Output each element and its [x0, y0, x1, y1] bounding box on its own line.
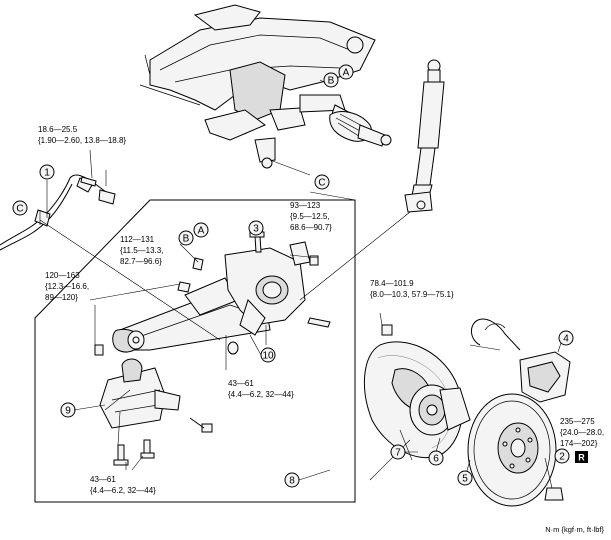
- crossmember-mount-illustration: [99, 358, 181, 429]
- svg-text:1: 1: [44, 168, 50, 179]
- svg-text:43—61: 43—61: [90, 475, 116, 484]
- svg-text:235—275: 235—275: [560, 417, 595, 426]
- svg-text:43—61: 43—61: [228, 379, 254, 388]
- svg-text:{12.3—16.6,: {12.3—16.6,: [45, 282, 89, 291]
- knuckle-illustration: [224, 241, 311, 355]
- callout-leaders: [73, 334, 418, 481]
- svg-text:R: R: [578, 453, 585, 463]
- svg-text:{24.0—28.0,: {24.0—28.0,: [560, 428, 604, 437]
- svg-text:8: 8: [289, 476, 295, 487]
- brake-caliper-illustration: [484, 323, 571, 403]
- callout-10: 10: [260, 347, 276, 363]
- rear-lower-arm-illustration: [112, 277, 271, 353]
- torque-label-4: 120—163 {12.3—16.6, 89—120}: [45, 271, 89, 302]
- unit-legend: N·m {kgf·m, ft·lbf}: [545, 525, 604, 534]
- svg-text:112—131: 112—131: [120, 235, 155, 244]
- ref-c-top: C: [314, 174, 330, 190]
- svg-text:7: 7: [395, 448, 401, 459]
- shock-absorber-illustration: [404, 59, 445, 213]
- svg-text:82.7—96.6}: 82.7—96.6}: [120, 257, 162, 266]
- torque-label-2: 93—123 {9.5—12.5, 68.6—90.7}: [290, 201, 332, 232]
- svg-text:2: 2: [559, 452, 565, 463]
- assembly-frame: [34, 199, 356, 503]
- svg-text:68.6—90.7}: 68.6—90.7}: [290, 223, 332, 232]
- svg-text:9: 9: [65, 406, 71, 417]
- rear-crossmember-illustration: [139, 4, 376, 169]
- svg-text:174—202}: 174—202}: [560, 439, 598, 448]
- torque-label-1: 18.6—25.5 {1.90—2.60, 13.8—18.8}: [38, 125, 126, 145]
- svg-text:{4.4—6.2, 32—44}: {4.4—6.2, 32—44}: [90, 486, 156, 495]
- brake-disc-illustration: [467, 393, 557, 507]
- ref-a-top: A: [338, 64, 354, 80]
- svg-text:89—120}: 89—120}: [45, 293, 78, 302]
- callout-2: 2: [554, 448, 570, 464]
- callout-4: 4: [558, 330, 574, 346]
- replace-badge: R: [575, 451, 588, 463]
- torque-label-8: 235—275 {24.0—28.0, 174—202}: [560, 417, 604, 448]
- ref-b-mid: B: [178, 230, 194, 246]
- svg-text:{1.90—2.60, 13.8—18.8}: {1.90—2.60, 13.8—18.8}: [38, 136, 126, 145]
- svg-text:{9.5—12.5,: {9.5—12.5,: [290, 212, 330, 221]
- svg-text:3: 3: [253, 224, 259, 235]
- svg-text:A: A: [343, 68, 350, 79]
- drive-shaft-illustration: [299, 94, 392, 147]
- leader-lines: [39, 79, 563, 489]
- svg-text:93—123: 93—123: [290, 201, 321, 210]
- torque-label-5: 78.4—101.9 {8.0—10.3, 57.9—75.1}: [370, 279, 454, 299]
- torque-label-6: 43—61 {4.4—6.2, 32—44}: [228, 379, 294, 399]
- callout-3: 3: [248, 220, 264, 236]
- svg-text:C: C: [318, 178, 325, 189]
- torque-label-3: 112—131 {11.5—13.3, 82.7—96.6}: [120, 235, 163, 266]
- callout-7: 7: [390, 444, 406, 460]
- svg-text:5: 5: [462, 474, 468, 485]
- svg-text:{8.0—10.3, 57.9—75.1}: {8.0—10.3, 57.9—75.1}: [370, 290, 454, 299]
- callout-5: 5: [457, 470, 473, 486]
- svg-text:A: A: [198, 226, 205, 237]
- svg-text:4: 4: [563, 334, 569, 345]
- svg-text:10: 10: [262, 351, 274, 362]
- wheel-hub-illustration: [409, 384, 471, 436]
- callout-1: 1: [39, 164, 55, 180]
- ref-c-left: C: [12, 200, 28, 216]
- svg-text:{4.4—6.2, 32—44}: {4.4—6.2, 32—44}: [228, 390, 294, 399]
- svg-text:B: B: [183, 234, 190, 245]
- ref-a-mid: A: [193, 222, 209, 238]
- callout-8: 8: [284, 472, 300, 488]
- svg-text:78.4—101.9: 78.4—101.9: [370, 279, 414, 288]
- ref-b-top: B: [323, 72, 339, 88]
- svg-text:B: B: [328, 76, 335, 87]
- svg-text:6: 6: [433, 454, 439, 465]
- torque-label-7: 43—61 {4.4—6.2, 32—44}: [90, 475, 156, 495]
- callout-9: 9: [60, 402, 76, 418]
- svg-text:18.6—25.5: 18.6—25.5: [38, 125, 78, 134]
- svg-text:120—163: 120—163: [45, 271, 80, 280]
- svg-text:{11.5—13.3,: {11.5—13.3,: [120, 246, 163, 255]
- svg-text:C: C: [16, 204, 23, 215]
- abs-wiring-illustration: [0, 170, 521, 351]
- callout-6: 6: [428, 450, 444, 466]
